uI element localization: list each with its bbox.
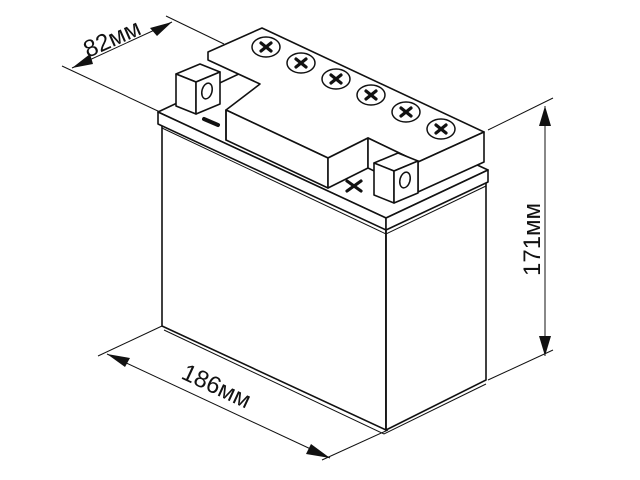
positive-symbol-icon <box>345 179 363 193</box>
vent-cap-3 <box>321 68 351 90</box>
lid-side-band <box>385 169 489 231</box>
vent-caps <box>251 36 456 140</box>
vent-cap-4 <box>356 84 386 106</box>
vent-cap-6 <box>426 118 456 140</box>
depth-label: 82мм <box>79 15 145 64</box>
dimension-height: 171мм <box>487 97 554 381</box>
negative-terminal <box>175 63 221 115</box>
positive-terminal <box>373 152 419 204</box>
vent-cap-2 <box>286 52 316 74</box>
height-label: 171мм <box>519 203 546 276</box>
negative-symbol-icon <box>202 117 220 127</box>
vent-cap-1 <box>251 36 281 58</box>
battery-case <box>161 123 487 435</box>
vent-cap-5 <box>391 101 421 123</box>
